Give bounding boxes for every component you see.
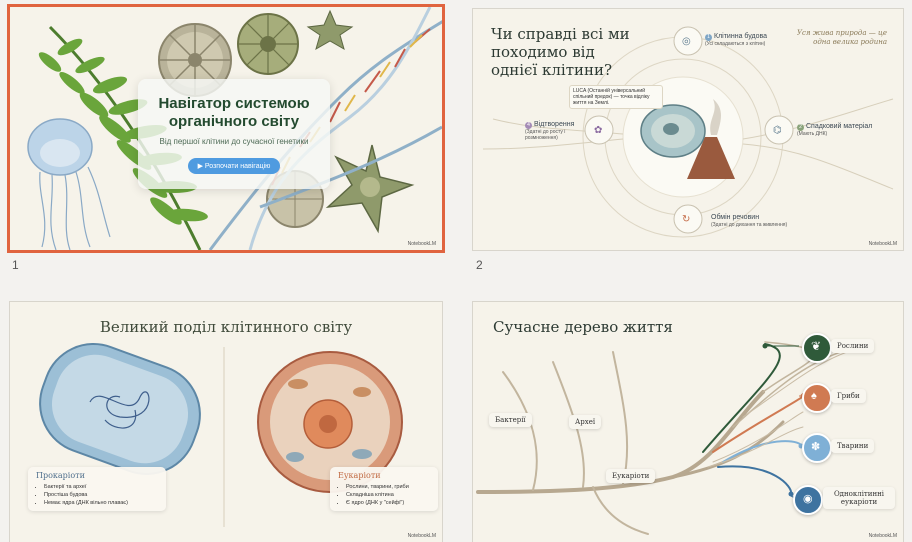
slide-3-artwork: [39, 343, 403, 527]
diatom-star-large-image: [325, 144, 415, 234]
plants-node: ❦: [802, 333, 832, 363]
slide-thumbnail-1[interactable]: Навігатор системою органічного світу Від…: [10, 7, 442, 250]
leaf-icon: ❦: [811, 339, 822, 353]
prokaryotes-title: Прокаріоти: [36, 471, 85, 480]
kingdom-plants: Рослини: [831, 339, 875, 353]
start-navigation-label: Розпочати навігацію: [204, 163, 271, 170]
luca-callout: LUCA (Останній універсальний спільний пр…: [569, 85, 663, 109]
prokaryotes-card: Прокаріоти Бактерії та археї Простіша бу…: [28, 467, 166, 511]
title-card: Навігатор системою органічного світу Від…: [138, 79, 330, 189]
branch-eukaryotes: Еукаріоти: [606, 469, 656, 483]
eukaryotes-item: Складніша клітина: [346, 491, 430, 499]
notebooklm-watermark: NotebookLM: [407, 533, 436, 539]
slide-title: Великий поділ клітинного світу: [99, 318, 353, 336]
eukaryotes-item: Є ядро (ДНК у "сейфі"): [346, 499, 430, 507]
slide-title: Чи справді всі ми походимо від однієї кл…: [491, 25, 630, 79]
slide-number-2: 2: [476, 258, 483, 272]
prokaryotes-item: Немає ядра (ДНК вільно плаває): [44, 499, 158, 507]
diatom-left-image: [158, 23, 232, 97]
prokaryotes-item: Простіша будова: [44, 491, 158, 499]
slide-title: Навігатор системою органічного світу: [158, 95, 310, 130]
notebooklm-watermark: NotebookLM: [868, 241, 897, 247]
kingdom-fungi: Гриби: [831, 389, 866, 403]
paw-icon: ✽: [811, 441, 821, 453]
feature-icon-discs: [584, 26, 794, 234]
luca-cell-image: [640, 104, 706, 158]
notebooklm-watermark: NotebookLM: [868, 533, 897, 539]
cell-icon: ◎: [682, 36, 691, 47]
slide-2-artwork: [482, 26, 894, 238]
slide-thumbnail-2[interactable]: Чи справді всі ми походимо від однієї кл…: [473, 9, 903, 250]
branch-bacteria: Бактерії: [489, 413, 532, 427]
eukaryotes-item: Рослини, тварини, гриби: [346, 483, 430, 491]
animals-node: ✽: [802, 433, 832, 463]
eukaryotes-title: Еукаріоти: [338, 471, 381, 480]
jellyfish-image: [27, 118, 111, 250]
slide-title: Сучасне дерево життя: [493, 318, 673, 336]
kingdom-unicellular-eukaryotes: Одноклітинні еукаріоти: [823, 487, 895, 509]
diatom-star-top-image: [306, 9, 354, 51]
play-icon: ▶: [197, 163, 203, 170]
kingdom-animals: Тварини: [831, 439, 875, 453]
slide-quote: Уся жива природа — це одна велика родина: [796, 29, 887, 46]
slide-thumbnail-3[interactable]: Великий поділ клітинного світу Прокаріот…: [10, 302, 442, 542]
notebooklm-watermark: NotebookLM: [407, 241, 436, 247]
eukaryotes-card: Еукаріоти Рослини, тварини, гриби Складн…: [330, 467, 438, 511]
prokaryote-cell-image: [39, 343, 201, 475]
volcano-image: [687, 99, 735, 179]
fungi-node: ♠: [802, 383, 832, 413]
feature-metabolism: Обмін речовин (Здатні до дихання та живл…: [711, 214, 788, 228]
single-cell-icon: ◉: [803, 493, 813, 505]
start-navigation-button[interactable]: ▶ Розпочати навігацію: [187, 158, 281, 174]
prokaryotes-item: Бактерії та археї: [44, 483, 158, 491]
slide-number-1: 1: [12, 258, 19, 272]
slide-subtitle: Від першої клітини до сучасної генетики: [159, 137, 309, 146]
slide-thumbnail-4[interactable]: Сучасне дерево життя Бактерії Археї Еука…: [473, 302, 903, 542]
metabolism-cycle-icon: ↻: [682, 214, 691, 225]
diatom-green-image: [237, 13, 299, 75]
branch-archaea: Археї: [569, 415, 602, 429]
reproduction-icon: ✿: [594, 125, 603, 136]
dna-icon: ⌬: [773, 125, 782, 136]
mushroom-icon: ♠: [811, 390, 817, 402]
eukaryote-cell-image: [257, 351, 403, 493]
protists-node: ◉: [793, 485, 823, 515]
